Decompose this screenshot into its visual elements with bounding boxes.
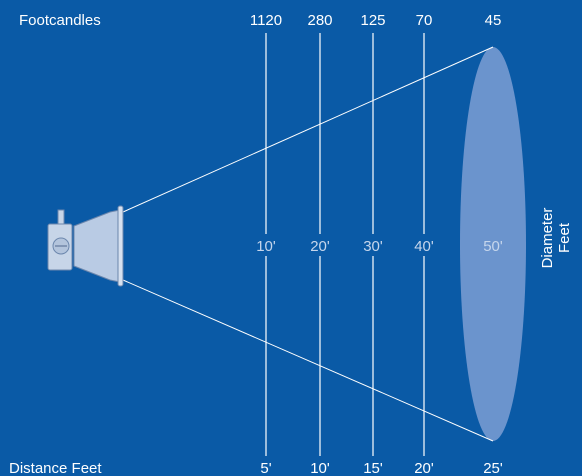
footcandle-value: 45 (485, 12, 502, 29)
diameter-value: 40' (414, 238, 434, 255)
distance-value: 25' (483, 460, 503, 476)
footcandle-values: 1120 280 125 70 45 (250, 12, 501, 29)
diameter-value: 30' (363, 238, 383, 255)
distance-lines (265, 33, 425, 456)
beam-ellipse (460, 47, 526, 441)
distance-values: 5' 10' 15' 20' 25' (260, 460, 503, 476)
diameter-feet-label: Diameter Feet (539, 208, 573, 269)
distance-value: 15' (363, 460, 383, 476)
distance-value: 20' (414, 460, 434, 476)
footcandle-value: 70 (416, 12, 433, 29)
diameter-value: 10' (256, 238, 276, 255)
diameter-label-line2: Feet (556, 222, 573, 253)
footcandle-value: 280 (307, 12, 332, 29)
diameter-label-line1: Diameter (539, 208, 556, 269)
spotlight-icon (47, 205, 124, 287)
distance-value: 10' (310, 460, 330, 476)
diameter-value: 50' (483, 238, 503, 255)
beam-edge-bottom (122, 279, 494, 442)
distance-value: 5' (260, 460, 271, 476)
distance-feet-label: Distance Feet (9, 460, 102, 476)
beam-edge-top (122, 46, 494, 213)
diameter-values: 10' 20' 30' 40' 50' (250, 234, 503, 256)
diameter-value: 20' (310, 238, 330, 255)
footcandle-value: 1120 (250, 12, 282, 29)
footcandles-label: Footcandles (19, 12, 101, 29)
footcandle-value: 125 (360, 12, 385, 29)
